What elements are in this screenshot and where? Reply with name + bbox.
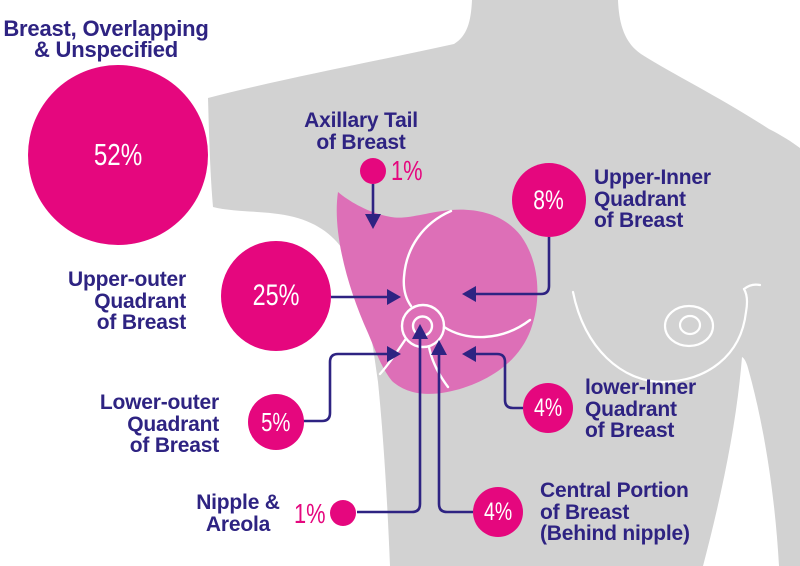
bubble-lower-outer: 5% — [248, 394, 304, 450]
label-upper-inner-line2: Quadrant — [594, 187, 686, 211]
label-overlapping-line1: Breast, Overlapping — [3, 16, 209, 41]
label-nipple-line1: Nipple & — [196, 491, 280, 514]
bubble-lower-inner: 4% — [523, 383, 573, 433]
axillary-value: 1% — [391, 155, 423, 186]
connector-lines — [303, 184, 551, 514]
arrowhead-axillary-down — [365, 214, 381, 229]
nipple-value: 1% — [294, 498, 326, 529]
right-breast-hook — [742, 283, 762, 291]
label-lower-outer-line3: of Breast — [129, 434, 219, 457]
label-lower-inner-line2: Quadrant — [585, 397, 677, 421]
bubble-lower-outer-value: 5% — [261, 406, 291, 437]
label-axillary-line1: Axillary Tail — [304, 109, 418, 132]
label-lower-inner: lower-Inner Quadrant of Breast — [585, 377, 735, 442]
arrowhead-upper-outer-right — [387, 289, 401, 305]
bubble-axillary-dot — [360, 158, 386, 184]
label-upper-outer-line1: Upper-outer — [68, 268, 186, 291]
label-central-line3: (Behind nipple) — [540, 522, 690, 545]
arrowhead-lower-outer-right — [387, 346, 401, 362]
label-axillary: Axillary Tail of Breast — [282, 110, 440, 153]
right-nipple-icon — [678, 314, 702, 336]
connector-nipple — [357, 338, 422, 514]
label-upper-outer-line2: Quadrant — [94, 289, 186, 313]
label-lower-outer-line2: Quadrant — [127, 412, 219, 436]
arrowhead-upper-inner-left — [462, 286, 476, 302]
divider-upper — [402, 209, 453, 308]
label-overlapping-line2: & Unspecified — [33, 37, 179, 62]
bubble-upper-outer-value: 25% — [252, 279, 300, 312]
connector-upper-inner — [475, 237, 551, 296]
label-upper-outer-line3: of Breast — [96, 311, 186, 334]
label-central-line1: Central Portion — [540, 479, 689, 502]
label-lower-inner-line3: of Breast — [585, 419, 675, 442]
label-axillary-line2: of Breast — [316, 130, 406, 154]
label-lower-outer-line1: Lower-outer — [99, 391, 219, 414]
arrowhead-nipple-up — [412, 324, 428, 339]
arrowhead-central-up — [431, 340, 447, 355]
arrowhead-lower-inner-left — [462, 346, 476, 362]
bubble-upper-inner-value: 8% — [533, 184, 565, 215]
nipple-value-text: 1% — [294, 500, 334, 528]
right-breast-outline — [571, 283, 762, 384]
label-nipple: Nipple & Areola — [178, 492, 298, 535]
label-upper-inner: Upper-Inner Quadrant of Breast — [594, 167, 744, 232]
label-central-line2: of Breast — [540, 500, 630, 524]
connector-central — [437, 354, 473, 514]
label-lower-outer: Lower-outer Quadrant of Breast — [59, 392, 219, 457]
label-upper-outer: Upper-outer Quadrant of Breast — [26, 269, 186, 334]
right-breast-curve — [571, 287, 749, 384]
label-nipple-line2: Areola — [205, 512, 271, 536]
right-areola-icon — [663, 304, 715, 348]
connector-lower-inner — [475, 352, 523, 410]
arrowheads — [365, 214, 476, 362]
bubble-upper-outer: 25% — [221, 241, 331, 351]
areola-ring-icon — [400, 303, 446, 349]
divider-right — [442, 318, 532, 339]
divider-lower-right — [427, 345, 450, 389]
bubble-central-value: 4% — [483, 497, 513, 526]
bubble-upper-inner: 8% — [512, 163, 586, 237]
bubble-overlapping-value: 52% — [93, 137, 143, 172]
bubble-overlapping: 52% — [28, 65, 208, 245]
label-central: Central Portion of Breast (Behind nipple… — [540, 480, 720, 545]
left-breast-illustration — [336, 192, 538, 394]
bubble-lower-inner-value: 4% — [533, 393, 563, 422]
bubble-central: 4% — [473, 487, 523, 537]
connector-lower-outer — [303, 352, 388, 423]
waist-gap — [703, 357, 779, 566]
label-lower-inner-line1: lower-Inner — [585, 376, 696, 399]
label-overlapping: Breast, Overlapping & Unspecified — [0, 16, 212, 62]
label-upper-inner-line1: Upper-Inner — [594, 166, 711, 189]
label-upper-inner-line3: of Breast — [594, 209, 684, 232]
axillary-value-text: 1% — [391, 157, 431, 185]
bubble-nipple-dot — [330, 500, 356, 526]
